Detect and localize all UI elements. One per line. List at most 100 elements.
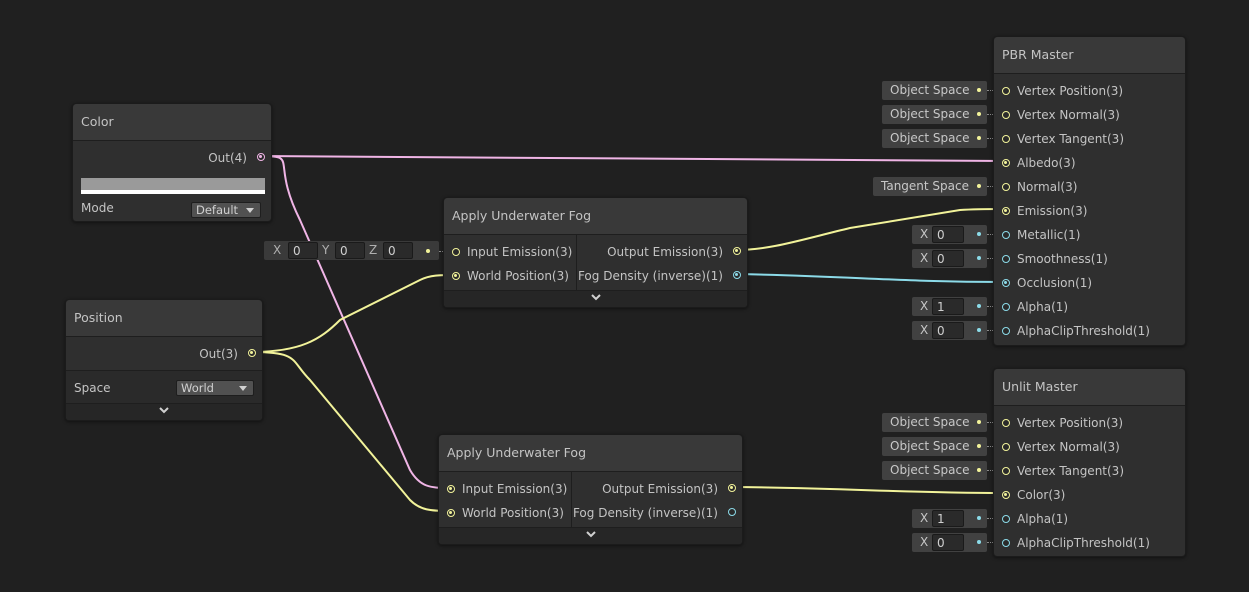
color-mode-value: Default xyxy=(196,203,239,217)
pbr-smoothness-port[interactable] xyxy=(1002,255,1010,263)
pbr-vertex-normal-port[interactable] xyxy=(1002,111,1010,119)
tag-label: Object Space xyxy=(890,439,970,453)
pbr-alpha-value: X 1 xyxy=(912,297,987,316)
chevron-down-icon xyxy=(159,407,169,414)
fog1-expand-button[interactable] xyxy=(444,290,747,307)
pbr-albedo-label: Albedo(3) xyxy=(1017,156,1076,170)
fog2-world-position-label: World Position(3) xyxy=(462,506,564,520)
position-space-dropdown[interactable]: World xyxy=(176,380,254,396)
unlit-alpha-clip-label: AlphaClipThreshold(1) xyxy=(1017,536,1150,550)
color-mode-label: Mode xyxy=(81,201,114,215)
fog2-fog-density-port[interactable] xyxy=(728,508,736,516)
unlit-alpha-clip-port[interactable] xyxy=(1002,539,1010,547)
tag-connector-dot xyxy=(977,420,981,424)
position-out-port[interactable] xyxy=(248,349,256,357)
pbr-occlusion-port[interactable] xyxy=(1002,279,1010,287)
pbr-vertex-position-port[interactable] xyxy=(1002,87,1010,95)
wire-fog1-density-to-occlusion[interactable] xyxy=(735,273,1006,283)
wire-color-to-albedo[interactable] xyxy=(259,155,1006,162)
pbr-alpha-field[interactable]: 1 xyxy=(932,298,964,315)
unlit-vertex-position-space-tag[interactable]: Object Space xyxy=(882,413,987,432)
fog1-default-z-field[interactable]: 0 xyxy=(383,242,413,259)
pbr-metallic-field[interactable]: 0 xyxy=(932,226,964,243)
tag-label: Object Space xyxy=(890,463,970,477)
axis-x-label: X xyxy=(920,251,929,265)
color-node[interactable]: Color Out(4) Mode Default xyxy=(72,103,272,222)
unlit-vertex-tangent-port[interactable] xyxy=(1002,467,1010,475)
chevron-down-icon xyxy=(246,208,254,213)
tag-label: Tangent Space xyxy=(881,179,969,193)
axis-y-label: Y xyxy=(322,243,330,257)
pbr-vertex-tangent-port[interactable] xyxy=(1002,135,1010,143)
default-connector-dot xyxy=(426,249,430,253)
unlit-vertex-tangent-label: Vertex Tangent(3) xyxy=(1017,464,1124,478)
unlit-alpha-field[interactable]: 1 xyxy=(932,510,964,527)
tag-connector-dot xyxy=(977,304,981,308)
pbr-vertex-position-label: Vertex Position(3) xyxy=(1017,84,1124,98)
tag-label: Object Space xyxy=(890,131,970,145)
fog1-default-y-field[interactable]: 0 xyxy=(335,242,365,259)
axis-x-label: X xyxy=(920,227,929,241)
position-node[interactable]: Position Out(3) Space World xyxy=(65,299,263,421)
fog1-world-position-port[interactable] xyxy=(452,272,460,280)
color-swatch[interactable] xyxy=(81,178,265,194)
fog2-world-position-port[interactable] xyxy=(447,509,455,517)
pbr-alpha-clip-port[interactable] xyxy=(1002,327,1010,335)
pbr-alpha-clip-field[interactable]: 0 xyxy=(932,322,964,339)
apply-underwater-fog-node-1[interactable]: Apply Underwater Fog Input Emission(3) W… xyxy=(443,197,748,308)
unlit-master-node[interactable]: Unlit Master Vertex Position(3) Vertex N… xyxy=(993,368,1186,557)
pbr-albedo-port[interactable] xyxy=(1002,159,1010,167)
chevron-down-icon xyxy=(239,386,247,391)
pbr-master-title: PBR Master xyxy=(994,37,1185,74)
pbr-vertex-normal-space-tag[interactable]: Object Space xyxy=(882,105,987,124)
fog2-expand-button[interactable] xyxy=(439,527,742,544)
tag-connector-dot xyxy=(977,232,981,236)
unlit-vertex-position-label: Vertex Position(3) xyxy=(1017,416,1124,430)
pbr-alpha-clip-label: AlphaClipThreshold(1) xyxy=(1017,324,1150,338)
wire-fog2-out-to-unlit-color[interactable] xyxy=(730,486,1006,494)
unlit-color-label: Color(3) xyxy=(1017,488,1066,502)
color-out-port[interactable] xyxy=(257,153,265,161)
unlit-color-port[interactable] xyxy=(1002,491,1010,499)
wire-position-to-fog1-world[interactable] xyxy=(250,274,456,353)
pbr-emission-port[interactable] xyxy=(1002,207,1010,215)
unlit-alpha-clip-value: X 0 xyxy=(912,533,987,552)
unlit-vertex-position-port[interactable] xyxy=(1002,419,1010,427)
pbr-alpha-clip-value: X 0 xyxy=(912,321,987,340)
fog2-input-emission-label: Input Emission(3) xyxy=(462,482,568,496)
pbr-master-node[interactable]: PBR Master Vertex Position(3) Vertex Nor… xyxy=(993,36,1186,346)
fog2-title: Apply Underwater Fog xyxy=(439,435,742,472)
position-expand-button[interactable] xyxy=(66,403,262,420)
tag-connector-dot xyxy=(977,516,981,520)
unlit-alpha-clip-field[interactable]: 0 xyxy=(932,534,964,551)
fog2-output-emission-port[interactable] xyxy=(728,484,736,492)
fog1-input-emission-port[interactable] xyxy=(452,248,460,256)
pbr-normal-port[interactable] xyxy=(1002,183,1010,191)
pbr-vertex-position-space-tag[interactable]: Object Space xyxy=(882,81,987,100)
unlit-vertex-tangent-space-tag[interactable]: Object Space xyxy=(882,461,987,480)
unlit-alpha-label: Alpha(1) xyxy=(1017,512,1069,526)
pbr-alpha-port[interactable] xyxy=(1002,303,1010,311)
unlit-master-title: Unlit Master xyxy=(994,369,1185,406)
pbr-vertex-normal-label: Vertex Normal(3) xyxy=(1017,108,1120,122)
unlit-vertex-normal-space-tag[interactable]: Object Space xyxy=(882,437,987,456)
tag-connector-dot xyxy=(977,444,981,448)
tag-connector-dot xyxy=(977,136,981,140)
unlit-vertex-normal-port[interactable] xyxy=(1002,443,1010,451)
position-space-value: World xyxy=(181,381,214,395)
fog1-divider xyxy=(576,235,577,291)
pbr-vertex-tangent-space-tag[interactable]: Object Space xyxy=(882,129,987,148)
apply-underwater-fog-node-2[interactable]: Apply Underwater Fog Input Emission(3) W… xyxy=(438,434,743,545)
pbr-vertex-tangent-label: Vertex Tangent(3) xyxy=(1017,132,1124,146)
unlit-alpha-port[interactable] xyxy=(1002,515,1010,523)
pbr-smoothness-field[interactable]: 0 xyxy=(932,250,964,267)
fog1-fog-density-port[interactable] xyxy=(733,271,741,279)
fog2-input-emission-port[interactable] xyxy=(447,485,455,493)
color-mode-dropdown[interactable]: Default xyxy=(191,202,261,218)
fog1-output-emission-port[interactable] xyxy=(733,247,741,255)
pbr-metallic-port[interactable] xyxy=(1002,231,1010,239)
pbr-normal-space-tag[interactable]: Tangent Space xyxy=(873,177,987,196)
wire-position-to-fog2-world[interactable] xyxy=(250,351,451,512)
fog1-default-x-field[interactable]: 0 xyxy=(288,242,318,259)
wire-color-to-fog2-emission[interactable] xyxy=(259,155,451,489)
